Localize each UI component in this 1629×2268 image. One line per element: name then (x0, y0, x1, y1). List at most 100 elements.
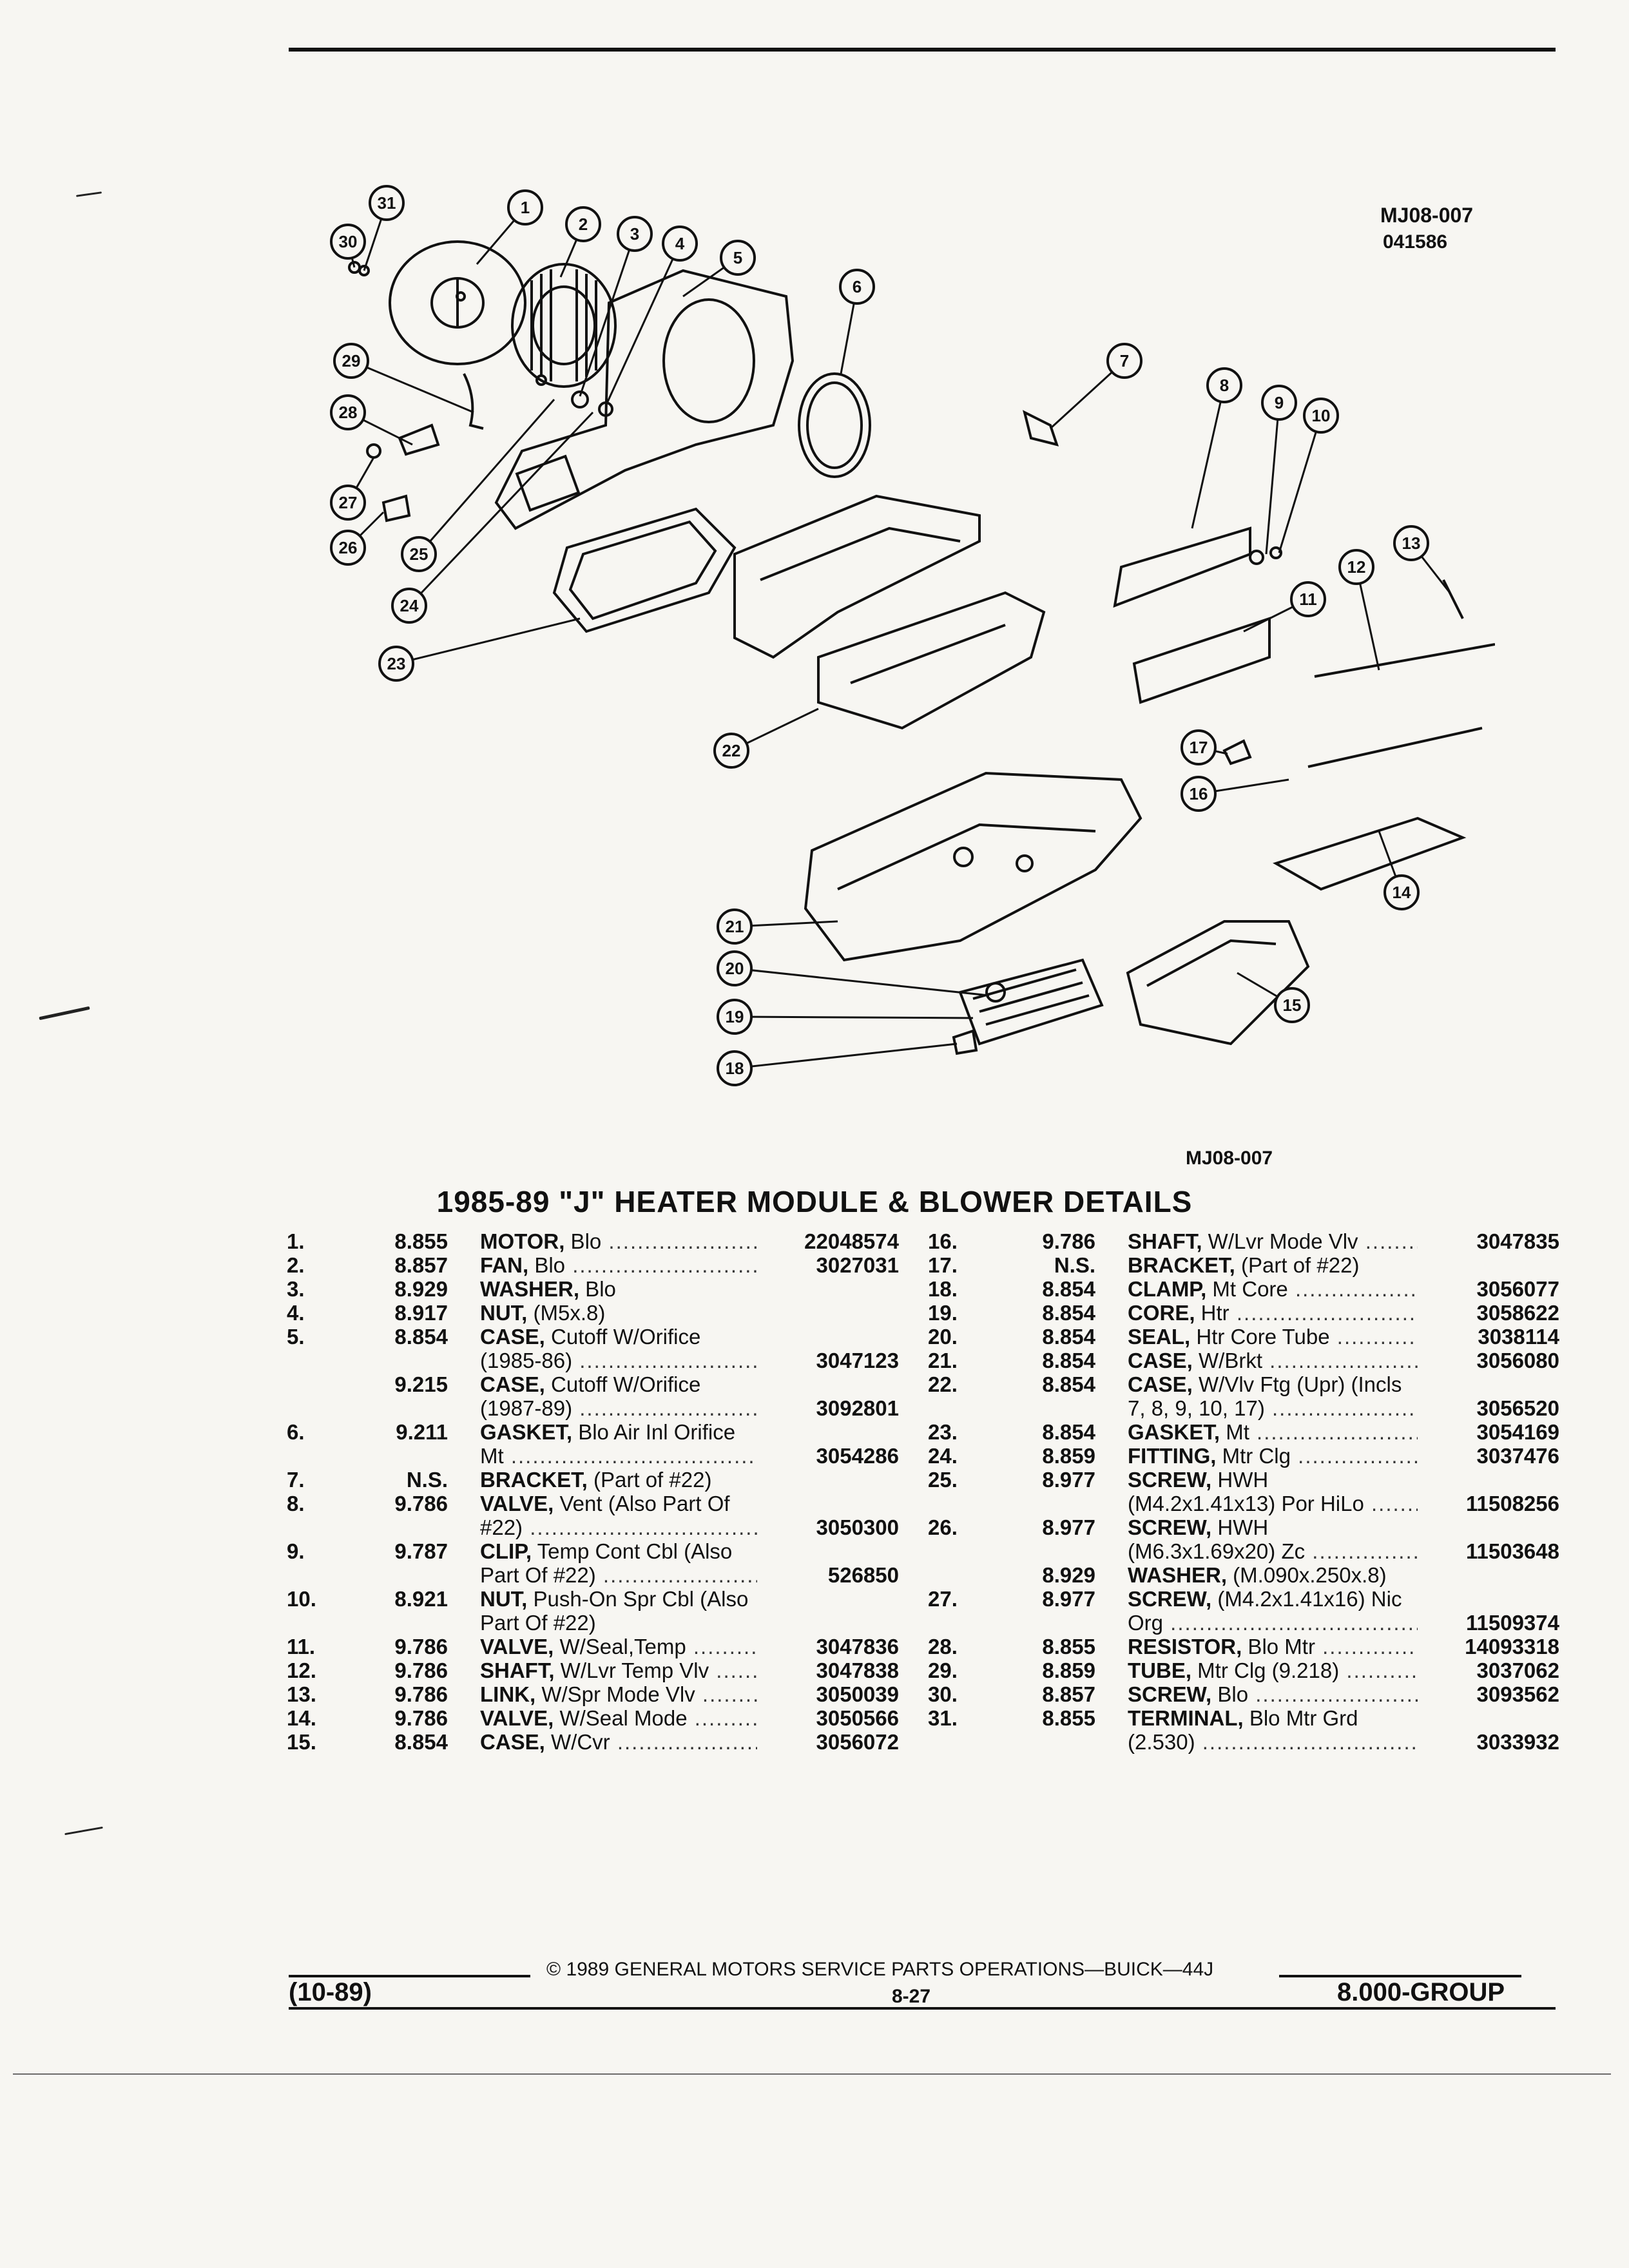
part-number (757, 1301, 899, 1325)
callout-circle-16 (1181, 776, 1217, 812)
part-description: LINK, W/Spr Mode Vlv ...................… (480, 1682, 757, 1706)
group-number: 8.854 (394, 1730, 448, 1754)
temp-valve-part (1132, 617, 1271, 704)
part-name: TUBE, (1128, 1658, 1191, 1682)
part-detail: (Part of #22) (587, 1468, 712, 1492)
margin-mark (39, 1006, 90, 1021)
part-name: SCREW, (1128, 1682, 1212, 1706)
part-detail: Vent (Also Part Of (554, 1492, 730, 1515)
part-name: GASKET, (1128, 1420, 1220, 1444)
part-name: VALVE, (480, 1706, 554, 1730)
item-number: 15. (287, 1730, 316, 1754)
part-number (757, 1468, 899, 1492)
cover-case-part (1126, 920, 1310, 1046)
part-detail: HWH (1211, 1468, 1269, 1492)
group-number: 8.855 (1042, 1706, 1095, 1730)
part-number: 3056072 (816, 1730, 899, 1754)
part-number: 3056080 (1476, 1349, 1559, 1372)
part-detail: W/Brkt (1192, 1349, 1263, 1372)
part-description: Mt .....................................… (480, 1444, 757, 1468)
group-number: 8.854 (394, 1325, 448, 1349)
footer-rule-right (1279, 1975, 1521, 1977)
callout-circle-31 (369, 185, 405, 221)
part-number: 3058622 (1476, 1301, 1559, 1325)
part-number: 3047838 (816, 1658, 899, 1682)
item-number: 16. (928, 1229, 958, 1253)
group-number (345, 1563, 480, 1587)
group-number: 8.854 (1042, 1277, 1095, 1301)
group-number: 9.215 (394, 1372, 448, 1396)
callout-circle-17 (1181, 729, 1217, 765)
parts-list-row: Mt .....................................… (287, 1444, 899, 1468)
callout-leader-23 (396, 617, 581, 665)
parts-list-row: Part Of #22) (287, 1611, 899, 1635)
item-number: 27. (928, 1587, 958, 1611)
part-number (757, 1492, 899, 1515)
callout-number: 30 (339, 232, 358, 251)
bottom-rule (289, 2007, 1556, 2010)
item-number: 14. (287, 1706, 316, 1730)
group-number: 8.854 (1042, 1420, 1095, 1444)
group-number: 8.917 (394, 1301, 448, 1325)
part-number: 3092801 (816, 1396, 899, 1420)
part-name: SCREW, (1128, 1515, 1212, 1539)
callout-number: 23 (387, 654, 406, 673)
part-number (757, 1611, 899, 1635)
item-number: 19. (928, 1301, 958, 1325)
part-detail: Blo (528, 1253, 566, 1277)
callout-circle-10 (1303, 398, 1339, 434)
part-number (757, 1372, 899, 1396)
parts-list-row: Part Of #22) ...........................… (287, 1563, 899, 1587)
item-number (287, 1349, 345, 1372)
part-description: SHAFT, W/Lvr Mode Vlv ..................… (1128, 1229, 1418, 1253)
part-name: BRACKET, (1128, 1253, 1235, 1277)
callout-number: 13 (1402, 533, 1421, 553)
part-number: 3093562 (1476, 1682, 1559, 1706)
part-number: 22048574 (804, 1229, 899, 1253)
part-name: FAN, (480, 1253, 529, 1277)
part-description: SCREW, HWH (1128, 1515, 1418, 1539)
item-number: 18. (928, 1277, 958, 1301)
callout-circle-9 (1261, 385, 1297, 421)
part-name: GASKET, (480, 1420, 573, 1444)
group-number: 8.859 (1042, 1658, 1095, 1682)
part-description: 7, 8, 9, 10, 17) .......................… (1128, 1396, 1418, 1420)
group-number (986, 1492, 1128, 1515)
part-number: 3037062 (1476, 1658, 1559, 1682)
group-number: 8.977 (1042, 1515, 1095, 1539)
part-number (1418, 1563, 1559, 1587)
callout-leader-4 (604, 243, 681, 407)
parts-list-row: (M4.2x1.41x13) Por HiLo ................… (928, 1492, 1559, 1515)
group-number: 8.854 (1042, 1349, 1095, 1372)
item-number (928, 1396, 986, 1420)
callout-number: 18 (726, 1059, 744, 1078)
part-number (757, 1420, 899, 1444)
group-number (345, 1611, 480, 1635)
part-number (1418, 1468, 1559, 1492)
part-detail: W/Cvr (545, 1730, 610, 1754)
part-name: VALVE, (480, 1492, 554, 1515)
blower-fan-part (511, 263, 617, 388)
callout-number: 20 (726, 959, 744, 978)
callout-circle-18 (717, 1050, 753, 1086)
part-number (1418, 1706, 1559, 1730)
part-name: SCREW, (1128, 1468, 1212, 1492)
callout-leader-24 (408, 411, 594, 607)
part-number: 3027031 (816, 1253, 899, 1277)
item-number (287, 1444, 345, 1468)
orifice-gasket-part (798, 372, 871, 478)
part-name: NUT, (480, 1587, 528, 1611)
part-name: WASHER, (1128, 1563, 1228, 1587)
part-description: FITTING, Mtr Clg .......................… (1128, 1444, 1418, 1468)
part-description: Org ....................................… (1128, 1611, 1418, 1635)
mode-valve-part (1273, 816, 1467, 891)
item-number (287, 1372, 345, 1396)
